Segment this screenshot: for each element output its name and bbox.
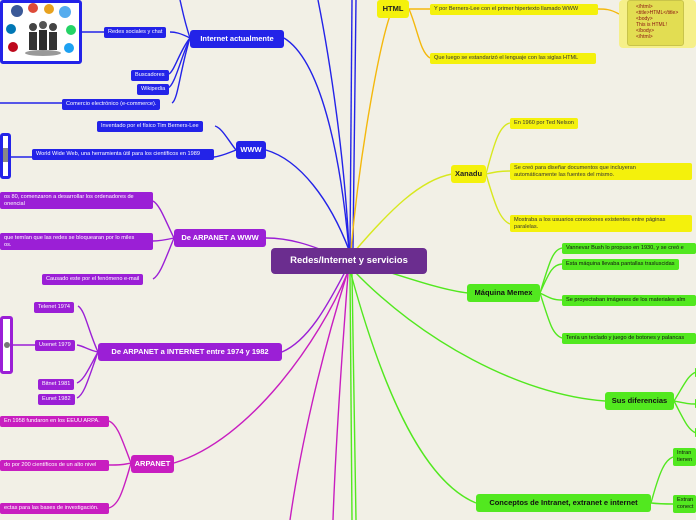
edge-www bbox=[266, 150, 349, 250]
topic-conceptos-intranet[interactable]: Conceptos de Intranet, extranet e intern… bbox=[476, 494, 651, 512]
topic-html[interactable]: HTML bbox=[377, 0, 409, 18]
leaf-eunet[interactable]: Eunet 1982 bbox=[38, 394, 75, 405]
network-icon bbox=[3, 319, 11, 371]
code-line: </html> bbox=[636, 34, 653, 40]
arpanet-image bbox=[0, 316, 13, 374]
leaf-proyectaban-imagenes[interactable]: Se proyectaban imágenes de los materiale… bbox=[562, 295, 696, 306]
topic-sus-diferencias[interactable]: Sus diferencias bbox=[605, 392, 674, 410]
leaf-bitnet[interactable]: Bitnet 1981 bbox=[38, 379, 74, 390]
leaf-redes-bloquearan[interactable]: que temían que las redes se bloquearan p… bbox=[0, 233, 153, 250]
leaf-bases-investigacion[interactable]: ectas para las bases de investigación. bbox=[0, 503, 109, 514]
leaf-usenet[interactable]: Usenet 1979 bbox=[35, 340, 75, 351]
leaf-intranet[interactable]: Intran tienen bbox=[673, 448, 696, 466]
leaf-conexiones-paginas[interactable]: Mostraba a los usuarios conexiones exist… bbox=[510, 215, 692, 232]
topic-arpanet[interactable]: ARPANET bbox=[131, 455, 174, 473]
leaf-telenet[interactable]: Telenet 1974 bbox=[34, 302, 74, 313]
topic-internet-actualmente[interactable]: Internet actualmente bbox=[190, 30, 284, 48]
leaf-tim-berners-lee[interactable]: Inventado por el físico Tim Berners-Lee bbox=[97, 121, 203, 132]
people-network-icon bbox=[3, 3, 79, 61]
leaf-200-cientificos[interactable]: do por 200 científicos de un alto nivel bbox=[0, 460, 109, 471]
topic-maquina-memex[interactable]: Máquina Memex bbox=[467, 284, 540, 302]
leaf-vannevar-bush[interactable]: Vannevar Bush lo propuso en 1930, y se c… bbox=[562, 243, 696, 254]
leaf-buscadores[interactable]: Buscadores bbox=[131, 70, 169, 81]
leaf-arpa-1958[interactable]: En 1958 fundaron en los EEUU ARPA. bbox=[0, 416, 109, 427]
www-image bbox=[0, 133, 11, 179]
central-topic[interactable]: Redes/Internet y servicios bbox=[271, 248, 427, 274]
edge-xanadu bbox=[354, 174, 452, 252]
computer-icon bbox=[3, 136, 9, 176]
edge-html bbox=[351, 10, 392, 250]
html-code-image: </html> <title>HTML</title> <body> This … bbox=[627, 0, 684, 46]
leaf-teclado-botones[interactable]: Tenía un teclado y juego de botones y pa… bbox=[562, 333, 696, 344]
leaf-redes-sociales[interactable]: Redes sociales y chat bbox=[104, 27, 166, 38]
leaf-disenar-documentos[interactable]: Se creó para diseñar documentos que incl… bbox=[510, 163, 692, 180]
edge-conceptos bbox=[351, 274, 476, 503]
leaf-comercio-electronico[interactable]: Comercio electrónico (e-commerce). bbox=[62, 99, 160, 110]
leaf-world-wide-web[interactable]: World Wide Web, una herramienta útil par… bbox=[32, 149, 214, 160]
leaf-ordenadores-80[interactable]: os 80, comenzaron a desarrollar los orde… bbox=[0, 192, 153, 209]
leaf-hipertexto-www[interactable]: Y por Berners-Lee con el primer hipertex… bbox=[430, 4, 598, 15]
leaf-wikipedia[interactable]: Wikipedia bbox=[137, 84, 169, 95]
topic-www[interactable]: WWW bbox=[236, 141, 266, 159]
edge-internet-actual bbox=[284, 38, 349, 250]
leaf-siglas-html[interactable]: Que luego se estandarizó el lenguaje con… bbox=[430, 53, 596, 64]
topic-arpanet-a-www[interactable]: De ARPANET A WWW bbox=[174, 229, 266, 247]
social-network-image bbox=[0, 0, 82, 64]
topic-arpanet-a-internet[interactable]: De ARPANET a INTERNET entre 1974 y 1982 bbox=[98, 343, 282, 361]
topic-xanadu[interactable]: Xanadu bbox=[451, 165, 486, 183]
leaf-fenomeno-email[interactable]: Causado este por el fenómeno e-mail bbox=[42, 274, 143, 285]
leaf-extranet[interactable]: Extran conect bbox=[673, 495, 696, 513]
leaf-ted-nelson[interactable]: En 1960 por Ted Nelson bbox=[510, 118, 578, 129]
leaf-pantallas-trasluscidas[interactable]: Esta máquina llevaba pantallas traslusci… bbox=[562, 259, 679, 270]
